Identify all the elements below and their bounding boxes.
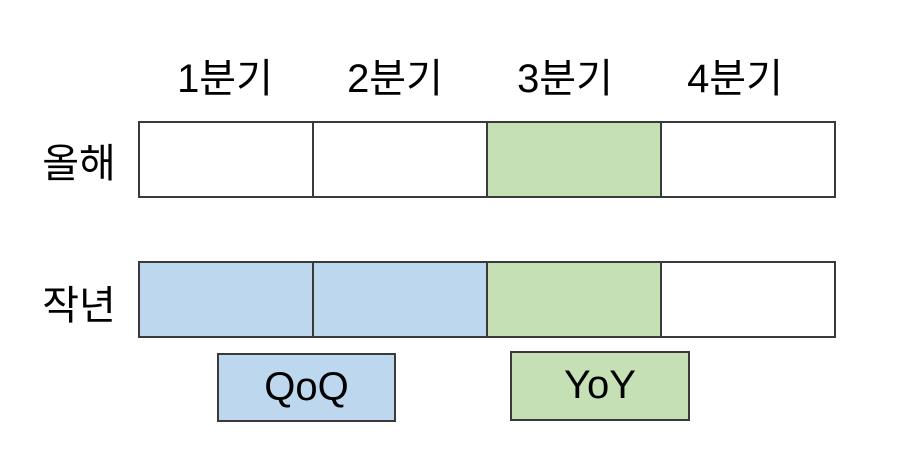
legend-yoy: YoY <box>510 351 690 421</box>
row-label-this-year: 올해 <box>42 142 116 186</box>
cell-q3-yoy <box>486 121 662 198</box>
quarter-header-4: 4분기 <box>687 57 783 101</box>
cell-q2 <box>312 121 488 198</box>
cell-q4 <box>660 121 836 198</box>
cell-q3-yoy <box>486 261 662 338</box>
quarter-header-2: 2분기 <box>347 57 443 101</box>
cell-q1-qoq <box>138 261 314 338</box>
cell-q2-qoq <box>312 261 488 338</box>
cell-q4 <box>660 261 836 338</box>
cell-q1 <box>138 121 314 198</box>
quarter-header-3: 3분기 <box>517 57 613 101</box>
legend-qoq: QoQ <box>217 353 396 422</box>
quarter-header-1: 1분기 <box>177 57 273 101</box>
bar-this-year <box>138 121 842 198</box>
bar-last-year <box>138 261 842 338</box>
row-label-last-year: 작년 <box>42 284 116 328</box>
